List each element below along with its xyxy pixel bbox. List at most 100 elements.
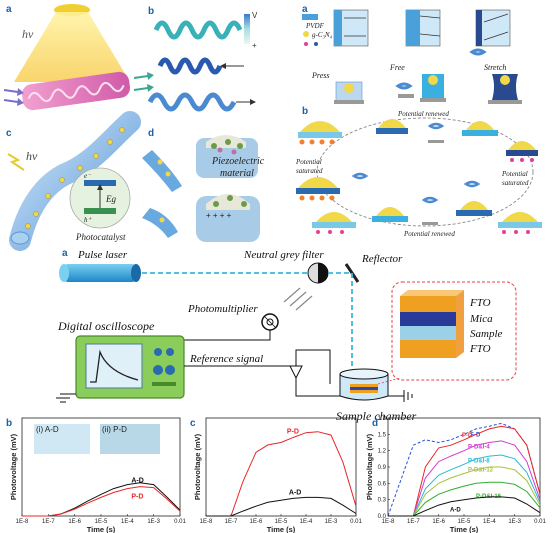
series-label-p-d-i-12: P-D&I-12	[468, 468, 494, 474]
x-tick-label: 1E-6	[68, 519, 81, 525]
spring-top	[153, 20, 243, 40]
x-tick-label: 1E-8	[382, 519, 395, 525]
y-tick-label: 0.3	[378, 498, 387, 504]
catalyst-dots	[25, 127, 125, 229]
cycle-dome-6	[312, 212, 356, 234]
setup-panel: a Pulse laser Neutral grey filter Reflec…	[56, 248, 517, 423]
top-left-panel: a hν b V +	[3, 4, 265, 251]
cycle-spring-bottom	[421, 196, 439, 225]
legend-box: PVDF g-C₃N₄	[302, 14, 333, 46]
layer-mica: Mica	[469, 313, 493, 325]
series-line-a-d	[388, 496, 541, 517]
piezo-block-top	[196, 135, 258, 178]
inset-ad-image	[34, 424, 90, 454]
svg-text:+ + + +: + + + +	[206, 211, 232, 220]
band-diagram-stretch	[475, 9, 511, 47]
layer-stack	[400, 290, 464, 358]
inset-ad-label: (i) A-D	[36, 425, 59, 434]
piezo-label-2: material	[220, 168, 254, 179]
ground-right	[388, 390, 413, 402]
x-axis-label: Time (s)	[450, 525, 479, 533]
x-tick-label: 0.01	[534, 519, 546, 525]
piezo-bent-sheet	[142, 150, 182, 238]
x-tick-label: 1E-6	[432, 519, 445, 525]
y-axis-label: Photovoltage (mV)	[365, 433, 374, 500]
hv-label-c: hν	[26, 149, 38, 163]
x-axis-label: Time (s)	[87, 525, 116, 533]
top-right-panel: a PVDF g-C₃N₄ Free Stretch	[295, 4, 542, 238]
photomultiplier	[261, 313, 279, 331]
cycle-spring-left	[351, 172, 369, 180]
pvdf-label: PVDF	[305, 22, 325, 30]
y-tick-label: 0.9	[378, 465, 387, 471]
potential-renewed-top: Potential renewed	[397, 110, 449, 118]
band-inset: Eg e⁻ h⁺	[69, 167, 131, 229]
cycle-dome-9	[498, 212, 542, 234]
pulse-laser-label: Pulse laser	[77, 249, 128, 261]
cube-stretch	[488, 74, 522, 104]
amplifier-icon	[289, 365, 303, 380]
x-tick-label: 1E-3	[147, 519, 160, 525]
eg-label: Eg	[105, 194, 116, 204]
band-diagram-free	[333, 9, 369, 47]
panel-a-label: a	[6, 4, 12, 15]
reference-signal-label: Reference signal	[189, 353, 263, 365]
cube-free	[420, 74, 446, 102]
potential-color-bar	[244, 14, 250, 44]
layer-sample: Sample	[470, 328, 503, 340]
hv-label-a: hν	[22, 27, 34, 41]
panel-rb-label: b	[302, 106, 308, 117]
cycle-dome-3	[462, 121, 498, 136]
y-axis-label: Photovoltage (mV)	[193, 433, 202, 500]
x-tick-label: 1E-7	[407, 519, 420, 525]
chart-d-panel-label: d	[372, 418, 378, 429]
series-line-p-d	[388, 425, 541, 517]
x-tick-label: 1E-3	[325, 519, 338, 525]
series-line-p-d-i-4	[388, 440, 541, 517]
spring-free	[395, 82, 414, 98]
panel-d-label: d	[148, 128, 154, 139]
potential-renewed-bottom: Potential renewed	[403, 230, 455, 238]
x-tick-label: 1E-6	[250, 519, 263, 525]
y-axis-label: Photovoltage (mV)	[9, 433, 18, 500]
y-tick-label: 1.2	[378, 449, 387, 455]
panel-ra-label: a	[302, 4, 308, 15]
series-line-p-d-i-16	[388, 481, 541, 517]
arrows-right	[133, 72, 154, 92]
arrows-left	[3, 88, 24, 106]
layer-fto-top: FTO	[469, 297, 491, 309]
cycle-dome-2	[376, 119, 408, 134]
x-tick-label: 1E-4	[121, 519, 134, 525]
plus-label: +	[252, 41, 257, 50]
ground-left	[56, 393, 76, 403]
x-tick-label: 1E-3	[508, 519, 521, 525]
photocatalyst-label: Photocatalyst	[75, 232, 126, 242]
band-diagram-mid	[405, 9, 441, 47]
chart-b-panel-label: b	[6, 418, 12, 429]
neutral-grey-filter	[307, 262, 329, 284]
spring-bottom	[147, 92, 256, 112]
chart-c-frame	[205, 417, 357, 517]
electron-label: e⁻	[84, 172, 92, 180]
cube-press	[334, 81, 364, 104]
series-line-a-d	[206, 496, 357, 517]
chart-c-panel-label: c	[190, 418, 196, 429]
pmt-wire	[179, 330, 271, 346]
press-label: Press	[311, 71, 329, 80]
potential-saturated-right-2: saturated	[502, 179, 529, 187]
x-tick-label: 0.01	[350, 519, 362, 525]
layer-callout	[391, 281, 517, 381]
spring-middle	[157, 57, 244, 75]
light-beam	[14, 12, 130, 82]
photomultiplier-label: Photomultiplier	[187, 303, 258, 315]
inset-pd-label: (ii) P-D	[102, 425, 127, 434]
inset-pd-image	[100, 424, 160, 454]
free-label: Free	[389, 63, 405, 72]
y-tick-label: 0.6	[378, 481, 387, 487]
pulse-laser	[59, 264, 141, 282]
series-label-p-d: P-D	[131, 494, 143, 501]
x-tick-label: 1E-5	[275, 519, 288, 525]
